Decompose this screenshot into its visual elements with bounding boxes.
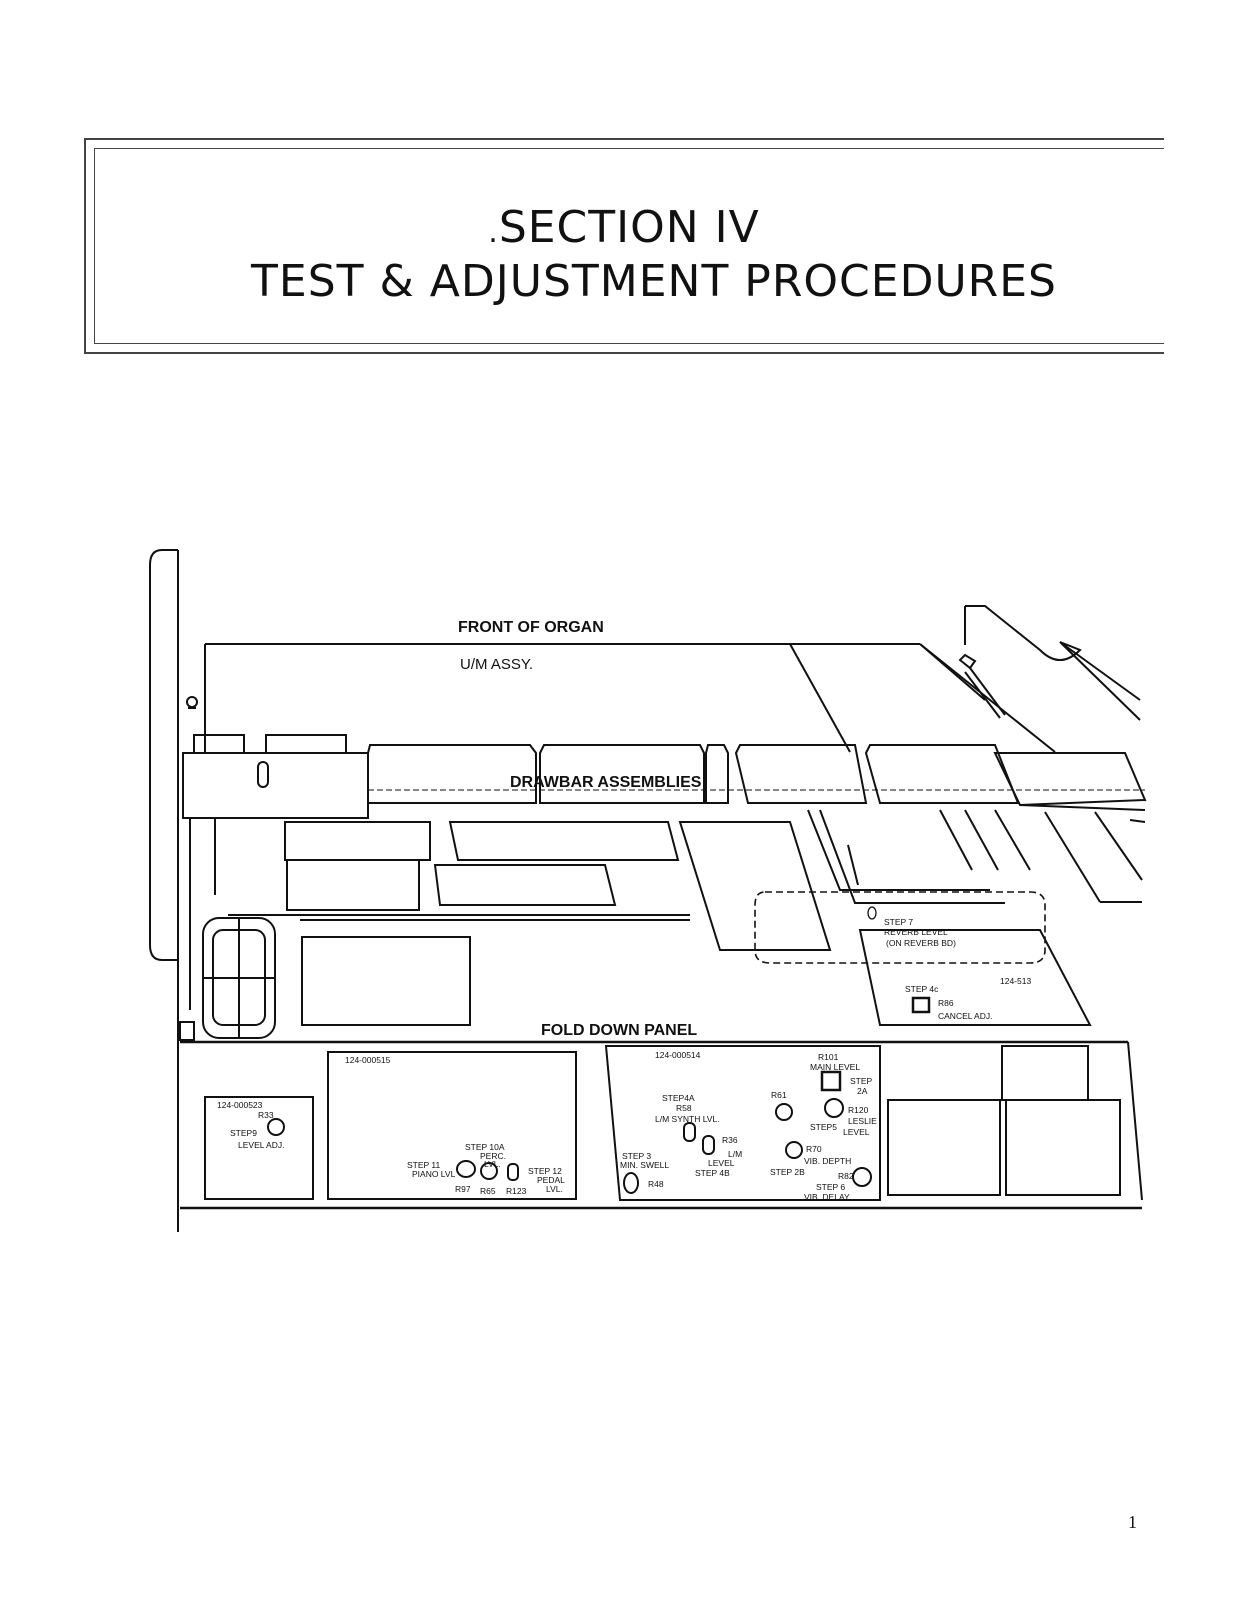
drawbar-5 bbox=[993, 752, 1147, 807]
r101-label: R101 bbox=[818, 1052, 839, 1062]
fold-down-panel-label: FOLD DOWN PANEL bbox=[541, 1022, 697, 1039]
step12-label: STEP 12 bbox=[528, 1166, 562, 1176]
r70-label: R70 bbox=[806, 1144, 822, 1154]
pedal-lvl-label: LVL. bbox=[546, 1184, 563, 1194]
cabinet-left-edge bbox=[149, 549, 178, 961]
r33-label: R33 bbox=[258, 1110, 274, 1120]
board-514-part: 124-000514 bbox=[655, 1050, 701, 1060]
lm-synth-label: L/M SYNTH LVL. bbox=[655, 1114, 720, 1124]
r65-label: R65 bbox=[480, 1186, 496, 1196]
step3-label: STEP 3 bbox=[622, 1151, 651, 1161]
reverb-level-label: REVERB LEVEL bbox=[884, 927, 948, 937]
drawbar-left-block bbox=[182, 752, 369, 819]
step2a-num-label: 2A bbox=[857, 1086, 868, 1096]
r36-label: R36 bbox=[722, 1135, 738, 1145]
vib-depth-label: VIB. DEPTH bbox=[804, 1156, 851, 1166]
r120-label: R120 bbox=[848, 1105, 869, 1115]
step4c-label: STEP 4c bbox=[905, 984, 939, 994]
r-reverb-trim bbox=[867, 906, 877, 920]
um-assy-label: U/M ASSY. bbox=[460, 656, 533, 673]
vib-delay-label: VIB. DELAY bbox=[804, 1192, 850, 1202]
board-515-part: 124-000515 bbox=[345, 1055, 391, 1065]
drawbar-2 bbox=[539, 744, 705, 804]
drawbar-1 bbox=[367, 744, 537, 804]
pedal-label: PEDAL bbox=[537, 1175, 565, 1185]
step2b-label: STEP 2B bbox=[770, 1167, 805, 1177]
r82-label: R82 bbox=[838, 1171, 854, 1181]
level-adj-label: LEVEL ADJ. bbox=[238, 1140, 284, 1150]
main-level-label: MAIN LEVEL bbox=[810, 1062, 860, 1072]
r61-label: R61 bbox=[771, 1090, 787, 1100]
r86-label: R86 bbox=[938, 998, 954, 1008]
r86-trimmer bbox=[911, 996, 931, 1014]
step11-label: STEP 11 bbox=[407, 1160, 441, 1170]
section-heading: .SECTION IV bbox=[488, 202, 760, 253]
reverb-board-outline bbox=[754, 891, 1046, 964]
leslie-level-label: LEVEL bbox=[843, 1127, 870, 1137]
board-124-513-label: 124-513 bbox=[1000, 976, 1031, 986]
board-523-part: 124-000523 bbox=[217, 1100, 263, 1110]
board-124-000514 bbox=[604, 1045, 881, 1201]
section-subheading: TEST & ADJUSTMENT PROCEDURES bbox=[251, 256, 1057, 307]
board-124-000515 bbox=[327, 1051, 577, 1200]
step2a-step-label: STEP bbox=[850, 1076, 873, 1086]
drawbar-4 bbox=[864, 744, 1020, 804]
leslie-label: LESLIE bbox=[848, 1116, 877, 1126]
section-title-frame: .SECTION IV TEST & ADJUSTMENT PROCEDURES bbox=[84, 138, 1164, 354]
step5-label: STEP5 bbox=[810, 1122, 837, 1132]
board-blank bbox=[301, 936, 471, 1026]
drawbar-3 bbox=[734, 744, 868, 804]
drawbar-label: DRAWBAR ASSEMBLIES bbox=[510, 774, 702, 791]
cancel-adj-label: CANCEL ADJ. bbox=[938, 1011, 992, 1021]
step6-label: STEP 6 bbox=[816, 1182, 845, 1192]
step10a-label: STEP 10A bbox=[465, 1142, 505, 1152]
perc-lvl-label: LVL. bbox=[484, 1159, 501, 1169]
reverb-board-label: (ON REVERB BD) bbox=[886, 938, 956, 948]
r97-label: R97 bbox=[455, 1184, 471, 1194]
lm-level-label: LEVEL bbox=[708, 1158, 735, 1168]
lm-label: L/M bbox=[728, 1149, 742, 1159]
min-swell-label: MIN. SWELL bbox=[620, 1160, 669, 1170]
step7-label: STEP 7 bbox=[884, 917, 913, 927]
piano-lvl-label: PIANO LVL bbox=[412, 1169, 456, 1179]
step4a-label: STEP4A bbox=[662, 1093, 695, 1103]
perc-label: PERC. bbox=[480, 1151, 506, 1161]
title-frame-inner bbox=[94, 148, 1164, 344]
title-frame-outer bbox=[84, 138, 1164, 354]
page-number: 1 bbox=[1128, 1512, 1137, 1532]
r48-label: R48 bbox=[648, 1179, 664, 1189]
r123-label: R123 bbox=[506, 1186, 527, 1196]
r58-label: R58 bbox=[676, 1103, 692, 1113]
front-of-organ-label: FRONT OF ORGAN bbox=[458, 619, 604, 636]
board-124-513 bbox=[858, 929, 1092, 1026]
board-124-000523 bbox=[204, 1096, 314, 1200]
step9-label: STEP9 bbox=[230, 1128, 257, 1138]
step4b-label: STEP 4B bbox=[695, 1168, 730, 1178]
